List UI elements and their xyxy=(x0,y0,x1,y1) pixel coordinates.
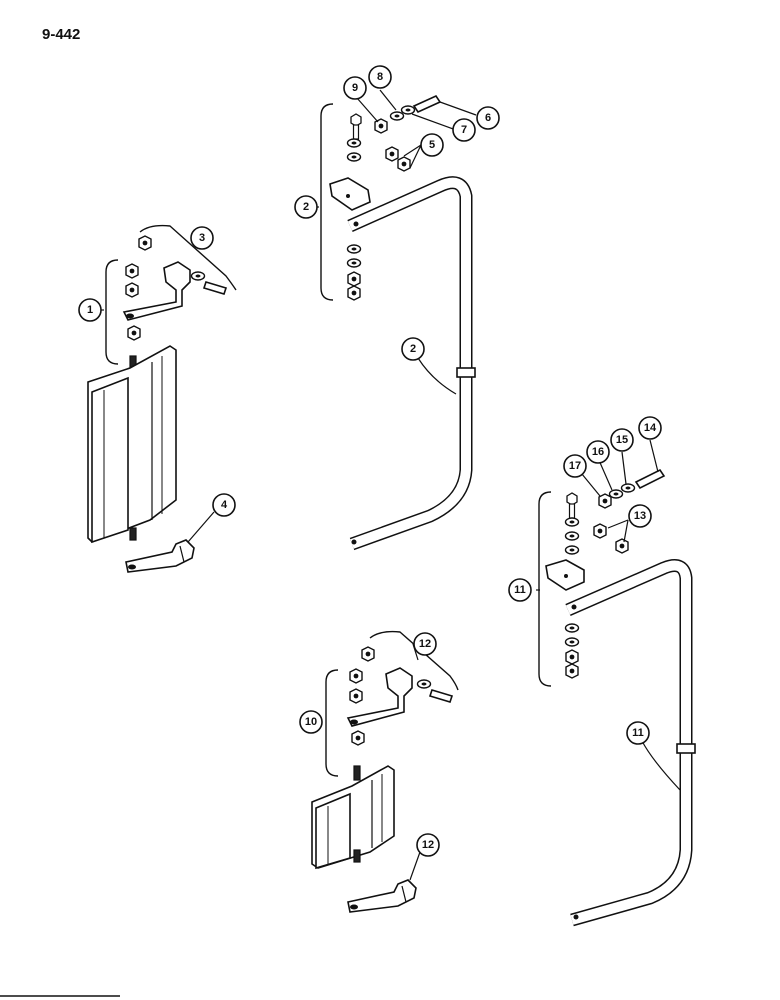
nut xyxy=(347,285,361,301)
callout-label: 5 xyxy=(429,139,435,151)
callout-7: 7 xyxy=(452,118,476,142)
nut xyxy=(385,146,399,162)
page-number: 9-442 xyxy=(42,26,81,43)
nut xyxy=(347,271,361,287)
washer xyxy=(416,679,432,689)
washer xyxy=(564,517,580,527)
mirror-head-1 xyxy=(87,345,177,544)
nut xyxy=(125,263,139,279)
callout-13: 13 xyxy=(628,504,652,528)
nut xyxy=(361,646,375,662)
nut xyxy=(565,663,579,679)
callout-6: 6 xyxy=(476,106,500,130)
callout-17: 17 xyxy=(563,454,587,478)
mirror-mount-bracket xyxy=(122,261,191,321)
washer xyxy=(400,105,416,115)
callout-label: 2 xyxy=(410,343,416,355)
washer xyxy=(564,531,580,541)
callout-label: 11 xyxy=(514,584,526,596)
callout-10: 10 xyxy=(299,710,323,734)
callout-label: 13 xyxy=(634,510,646,522)
callout-1: 1 xyxy=(78,298,102,322)
lower-bracket-12 xyxy=(347,879,417,913)
brace-2 xyxy=(320,103,334,301)
nut xyxy=(349,688,363,704)
callout-label: 14 xyxy=(644,422,657,434)
callout-2-lower: 2 xyxy=(401,337,425,361)
washer xyxy=(608,489,624,499)
callout-label: 1 xyxy=(87,304,93,316)
callout-5: 5 xyxy=(420,133,444,157)
callout-14: 14 xyxy=(638,416,662,440)
brace-10 xyxy=(325,669,339,777)
bolt xyxy=(350,113,362,140)
washer xyxy=(564,545,580,555)
callout-2-upper: 2 xyxy=(294,195,318,219)
callout-label: 12 xyxy=(419,638,431,650)
callout-label: 6 xyxy=(485,112,491,124)
washer xyxy=(620,483,636,493)
callout-16: 16 xyxy=(586,440,610,464)
callout-4: 4 xyxy=(212,493,236,517)
callout-label: 2 xyxy=(303,201,309,213)
nut xyxy=(593,523,607,539)
callout-9: 9 xyxy=(343,76,367,100)
callout-3: 3 xyxy=(190,226,214,250)
callout-label: 7 xyxy=(461,124,467,136)
lower-bracket-4 xyxy=(125,539,195,573)
mirror-arm-11 xyxy=(565,559,696,927)
bolt-14 xyxy=(634,468,666,490)
callout-11-upper: 11 xyxy=(508,578,532,602)
hinge-bolt xyxy=(202,281,228,295)
callout-12-upper: 12 xyxy=(413,632,437,656)
callout-label: 4 xyxy=(221,499,228,511)
brace-1 xyxy=(105,259,119,365)
mirror-bracket-group-1 xyxy=(105,224,237,365)
nut xyxy=(565,649,579,665)
washer xyxy=(346,244,362,254)
nut xyxy=(351,730,365,746)
brace-11 xyxy=(538,491,552,687)
washer xyxy=(346,258,362,268)
callout-12-lower: 12 xyxy=(416,833,440,857)
washer xyxy=(564,637,580,647)
nut xyxy=(125,282,139,298)
washer xyxy=(346,152,362,162)
callout-15: 15 xyxy=(610,428,634,452)
mirror-bracket-group-10 xyxy=(325,630,459,777)
nut xyxy=(138,235,152,251)
bolt-6 xyxy=(412,94,442,114)
mirror-arm-2 xyxy=(347,176,476,551)
callout-label: 16 xyxy=(592,446,604,458)
callout-label: 8 xyxy=(377,71,383,83)
callout-label: 9 xyxy=(352,82,358,94)
callout-label: 12 xyxy=(422,839,434,851)
nut xyxy=(127,325,141,341)
nut xyxy=(615,538,629,554)
arm-hardware-group-11 xyxy=(538,468,666,687)
mount-plate xyxy=(329,177,371,211)
callout-8: 8 xyxy=(368,65,392,89)
mirror-head-10 xyxy=(311,765,395,870)
callout-label: 11 xyxy=(632,727,644,739)
nut xyxy=(598,493,612,509)
callout-label: 10 xyxy=(305,716,317,728)
nut xyxy=(397,156,411,172)
washer xyxy=(389,111,405,121)
brace-3 xyxy=(139,224,237,291)
callout-label: 17 xyxy=(569,460,581,472)
bolt xyxy=(566,492,578,519)
callout-label: 15 xyxy=(616,434,628,446)
nut xyxy=(349,668,363,684)
washer xyxy=(190,271,206,281)
washer xyxy=(346,138,362,148)
callout-label: 3 xyxy=(199,232,205,244)
washer xyxy=(564,623,580,633)
callout-11-lower: 11 xyxy=(626,721,650,745)
